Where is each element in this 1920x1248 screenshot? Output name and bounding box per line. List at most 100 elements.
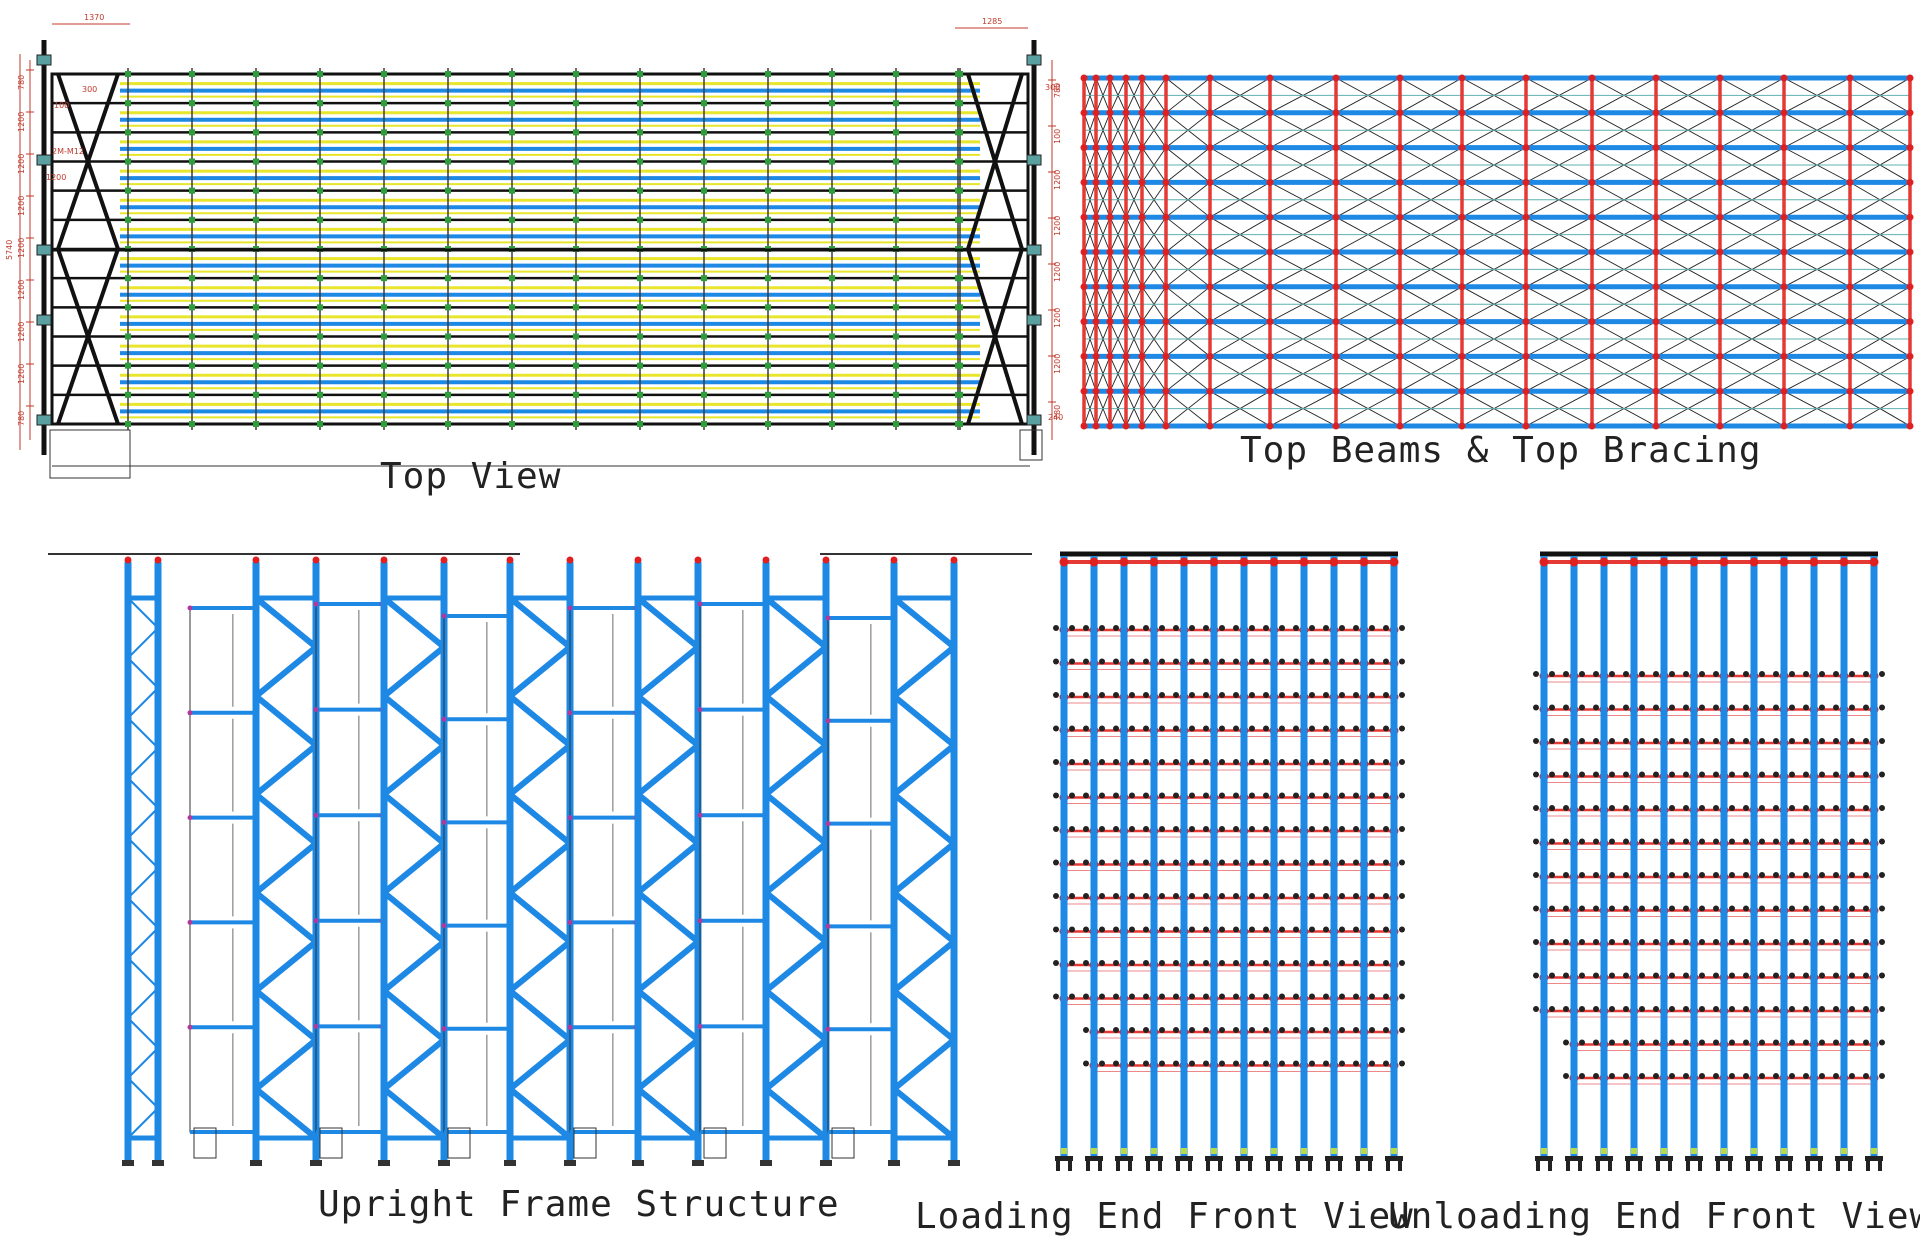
- front-foot-plate: [1295, 1156, 1313, 1161]
- front-roller: [1743, 671, 1749, 677]
- front-roller: [1849, 671, 1855, 677]
- front-roller: [1609, 1006, 1615, 1012]
- front-foot-leg: [1398, 1161, 1402, 1171]
- front-roller: [1219, 625, 1225, 631]
- front-top-joint: [1269, 557, 1279, 567]
- front-roller: [1263, 759, 1269, 765]
- front-roller: [1263, 1060, 1269, 1067]
- front-roller: [1729, 1073, 1735, 1079]
- upright-panel-cell: [827, 617, 895, 722]
- front-roller: [1669, 838, 1675, 845]
- top-view-dim-right: 1200: [1053, 354, 1062, 374]
- front-top-joint: [1209, 557, 1219, 567]
- top-beams-joint: [1080, 248, 1088, 256]
- top-beams-joint: [1092, 109, 1100, 117]
- top-beams-joint: [1138, 248, 1146, 256]
- front-roller: [1803, 872, 1809, 878]
- front-foot-pad: [1361, 1148, 1367, 1154]
- top-view-side-label: 100: [54, 101, 69, 110]
- top-beams-joint: [1522, 248, 1530, 256]
- front-foot-plate: [1325, 1156, 1343, 1161]
- front-foot-plate: [1235, 1156, 1253, 1161]
- front-roller: [1669, 1039, 1675, 1046]
- top-view-node: [381, 100, 387, 107]
- front-roller: [1609, 838, 1615, 845]
- top-view-node: [701, 421, 707, 427]
- front-foot-leg: [1296, 1161, 1300, 1171]
- front-roller: [1189, 993, 1195, 1000]
- top-beams-joint: [1716, 387, 1724, 395]
- front-roller: [1833, 1006, 1839, 1012]
- top-view-node: [573, 100, 579, 107]
- upright-base-box: [319, 1127, 343, 1159]
- top-view-node: [637, 129, 643, 136]
- front-roller: [1249, 826, 1255, 832]
- front-roller: [1563, 704, 1569, 711]
- top-beams-joint: [1122, 283, 1130, 291]
- top-beams-joint: [1522, 387, 1530, 395]
- upright-diagonal: [254, 792, 318, 846]
- front-roller: [1293, 759, 1299, 765]
- front-roller: [1129, 859, 1135, 866]
- upright-diagonal: [892, 792, 956, 846]
- top-view-node: [637, 187, 643, 194]
- front-roller: [1263, 859, 1269, 866]
- top-view-node: [125, 100, 131, 107]
- top-view-node: [637, 333, 643, 340]
- front-roller: [1759, 771, 1765, 778]
- front-top-joint: [1689, 557, 1699, 567]
- front-roller: [1579, 838, 1585, 845]
- top-view-node: [955, 304, 961, 311]
- front-roller: [1249, 725, 1255, 732]
- top-view-node: [125, 304, 131, 311]
- upright-diagonal: [892, 890, 956, 944]
- front-roller: [1309, 826, 1315, 832]
- upright-panel-joint: [697, 812, 703, 818]
- top-beams-joint: [1080, 109, 1088, 117]
- top-beams-joint: [1846, 248, 1854, 256]
- front-roller: [1609, 805, 1615, 811]
- top-beams-joint: [1122, 178, 1130, 186]
- upright-diagonal: [508, 595, 572, 650]
- top-view-node: [125, 187, 131, 194]
- front-foot-leg: [1128, 1161, 1132, 1171]
- top-view-node: [189, 129, 195, 136]
- top-view-node: [125, 362, 131, 369]
- front-foot-leg: [1146, 1161, 1150, 1171]
- front-roller: [1639, 738, 1645, 744]
- top-beams-joint: [1716, 178, 1724, 186]
- front-roller: [1639, 805, 1645, 811]
- top-beams-joint: [1266, 144, 1274, 152]
- front-roller: [1083, 893, 1089, 899]
- front-roller: [1099, 1060, 1105, 1067]
- top-beams-joint: [1716, 144, 1724, 152]
- front-roller: [1683, 671, 1689, 677]
- front-roller: [1339, 1027, 1345, 1033]
- front-roller: [1233, 960, 1239, 966]
- front-roller: [1819, 905, 1825, 912]
- front-roller: [1249, 960, 1255, 966]
- top-beams-joint: [1266, 213, 1274, 221]
- front-roller: [1623, 805, 1629, 811]
- front-top-joint: [1749, 557, 1759, 567]
- front-roller: [1279, 859, 1285, 866]
- front-roller: [1533, 704, 1539, 711]
- top-beams-joint: [1092, 387, 1100, 395]
- top-view-post-plate: [1026, 154, 1042, 166]
- front-roller: [1579, 671, 1585, 677]
- top-view-node: [893, 129, 899, 136]
- top-view-node: [893, 187, 899, 194]
- front-roller: [1623, 671, 1629, 677]
- front-roller: [1189, 1060, 1195, 1067]
- upright-panel-joint: [187, 815, 193, 821]
- upright-diagonal: [382, 792, 446, 846]
- front-roller: [1323, 725, 1329, 732]
- front-roller: [1113, 658, 1119, 665]
- upright-diagonal: [382, 988, 446, 1043]
- top-beams-joint: [1396, 318, 1404, 326]
- front-roller: [1669, 738, 1675, 744]
- front-roller: [1173, 926, 1179, 933]
- top-beams-joint: [1092, 318, 1100, 326]
- top-view-node: [573, 333, 579, 340]
- front-roller: [1879, 939, 1885, 945]
